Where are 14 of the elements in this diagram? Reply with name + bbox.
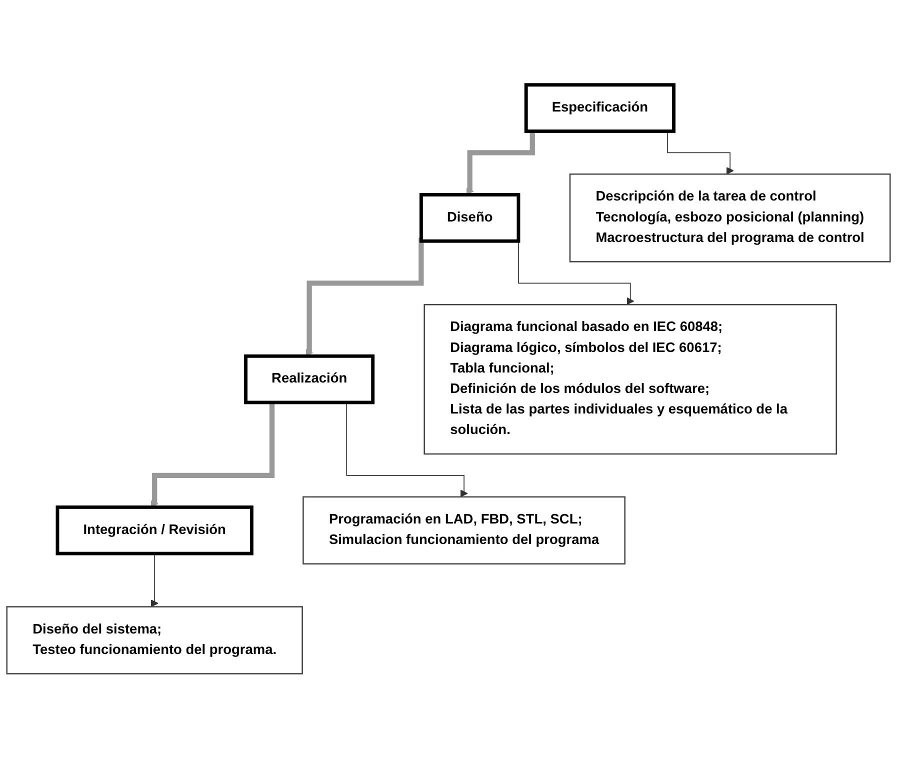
node-box: Especificación [524,82,676,133]
arrow [150,552,158,607]
node-box: Diseño [419,192,520,243]
node-box: Realización [244,354,375,404]
arrow [306,237,424,356]
node-box: Integración / Revisión [56,505,254,555]
arrow [150,402,275,508]
arrow [667,130,734,174]
node-box: Diseño del sistema; Testeo funcionamiento del programa. [6,606,303,674]
node-box: Diagrama funcional basado en IEC 60848; Diagrama lógico, símbolos del IEC 60617; Tabla funcional; Definición de los módulos del software; Lista de las partes individuales y esquemático de la solución. [424,304,837,454]
arrow [346,402,468,497]
node-box: Descripción de la tarea de control Tecnología, esbozo posicional (planning) Macroestructura del programa de control [569,173,891,262]
node-box: Programación en LAD, FBD, STL, SCL; Simulacion funcionamiento del programa [302,496,626,564]
arrow [466,130,535,195]
